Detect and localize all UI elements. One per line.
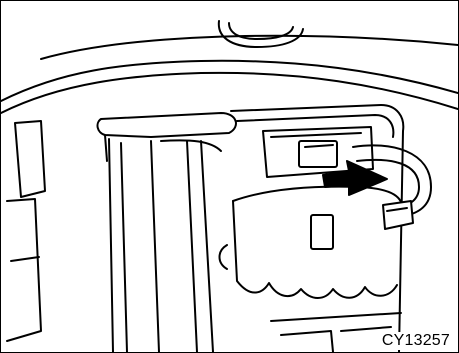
left-pillar <box>7 121 45 341</box>
grab-handle <box>219 21 303 47</box>
seatback-column <box>109 139 221 352</box>
roof-line <box>1 36 458 113</box>
headrest <box>98 113 236 161</box>
figure-code: CY13257 <box>380 332 452 350</box>
seat-cushion <box>220 187 404 298</box>
